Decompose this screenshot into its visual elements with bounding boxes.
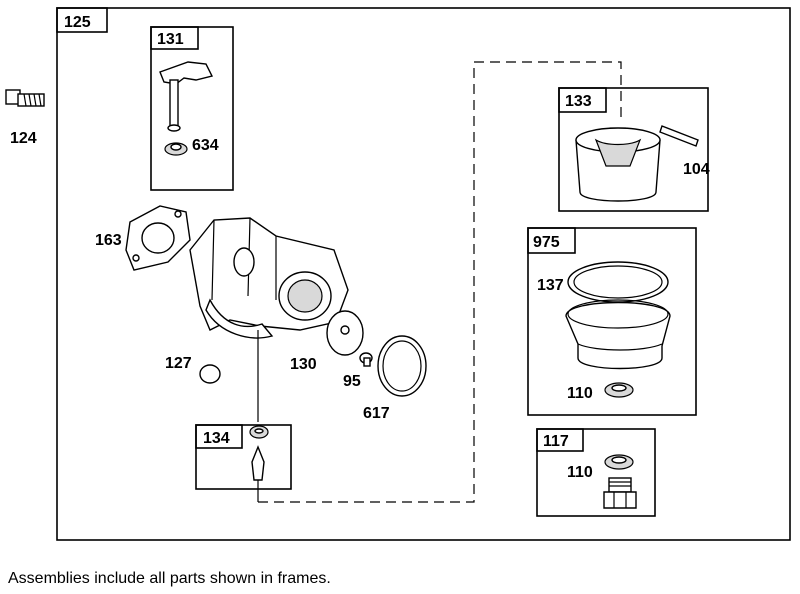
carburetor-body [189,217,349,339]
frame-133 [558,87,709,212]
frame-131 [150,26,234,191]
part-label-110-a: 110 [567,385,593,402]
part-label-104: 104 [683,161,710,178]
part-label-124: 124 [10,130,37,147]
bowl-gasket-137 [567,261,669,303]
part-label-617: 617 [363,405,390,422]
frame-125-label: 125 [64,14,91,31]
frame-117-tab [536,428,584,452]
screw-95 [359,352,373,367]
frame-131-label: 131 [157,31,184,48]
drain-screw [603,477,637,509]
frame-117 [536,428,656,517]
washer-110-b [604,454,634,470]
frame-133-tab [558,87,607,113]
bolt-124 [5,89,45,107]
float-arm-part [159,61,214,132]
part-label-163: 163 [95,232,122,249]
frame-117-label: 117 [543,433,569,450]
footnote: Assemblies include all parts shown in fr… [8,570,331,587]
disc-130 [326,310,364,356]
inlet-needle [251,445,265,481]
frame-134-tab [195,424,243,449]
frame-125-tab [56,7,108,33]
frame-134-label: 134 [203,430,230,447]
frame-134 [195,424,292,490]
frame-975 [527,227,697,416]
part-label-127: 127 [165,355,192,372]
frame-133-label: 133 [565,93,592,110]
part-label-110-b: 110 [567,464,593,481]
part-label-634: 634 [192,137,219,154]
frame-975-tab [527,227,576,254]
frame-125 [56,7,791,541]
float-bowl [565,299,671,370]
gasket-163 [125,205,191,271]
part-label-137: 137 [537,277,564,294]
part-label-95: 95 [343,373,361,390]
float-part [575,127,661,202]
seal-634 [164,142,188,156]
needle-seat [249,425,269,439]
pin-104 [659,125,699,147]
plug-127 [199,364,221,384]
o-ring-617 [377,335,427,397]
washer-110-a [604,382,634,398]
frame-975-label: 975 [533,234,560,251]
frame-131-tab [150,26,199,50]
part-label-130: 130 [290,356,317,373]
